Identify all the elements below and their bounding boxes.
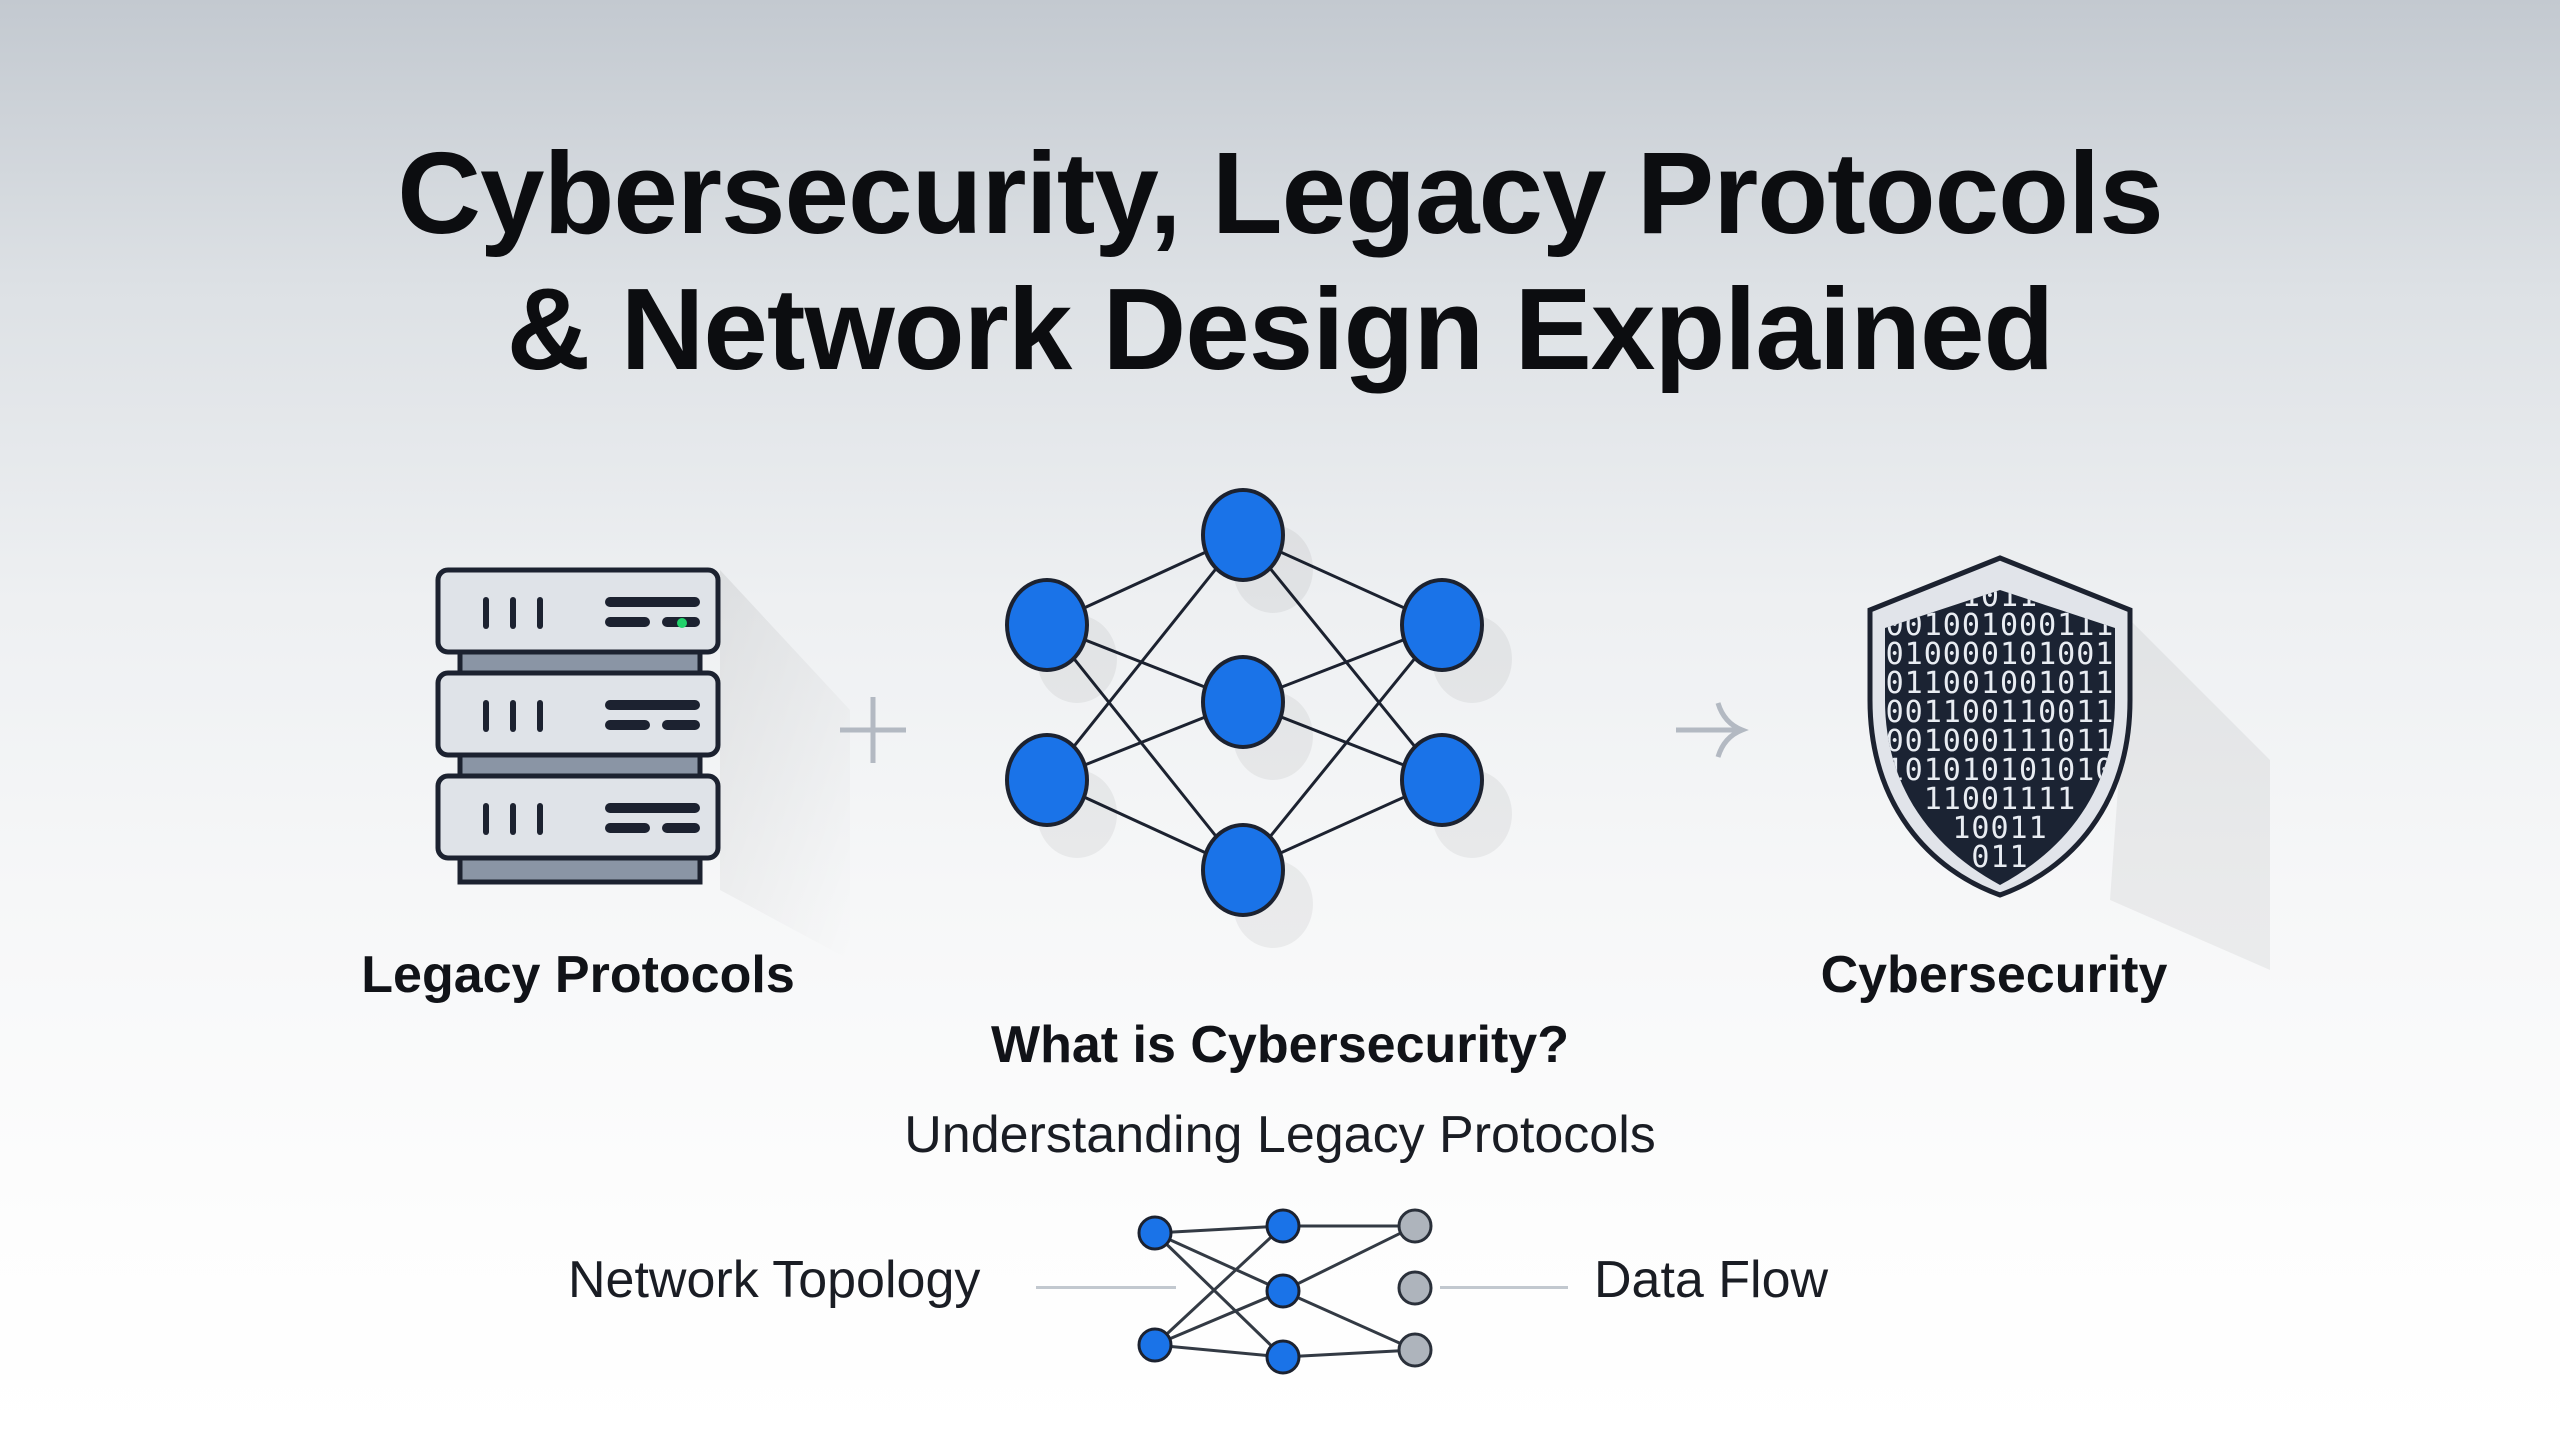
server-unit-1 [435,567,721,677]
network-node-active [1265,1339,1301,1375]
network-edge [1241,534,1444,781]
binary-row: 010000101001 [1886,637,2115,672]
network-edge [1154,1231,1284,1293]
arrow-right-icon [1676,702,1749,758]
subtitle: Understanding Legacy Protocols [904,1106,1656,1164]
network-node [1005,578,1089,672]
server-unit-3 [435,773,721,885]
network-edge [1153,1224,1285,1347]
shield-binary-icon: 1011001001000111010000101001011001001011… [1867,555,2270,970]
title-line-2: & Network Design Explained [506,264,2055,394]
network-node [1400,578,1484,672]
network-edge [1153,1231,1285,1359]
network-node [1201,488,1285,582]
binary-row: 001000111011 [1886,724,2115,759]
title-line-1: Cybersecurity, Legacy Protocols [397,128,2164,258]
network-node [1201,823,1285,917]
label-network-topology: Network Topology [568,1251,981,1309]
network-edge [1045,534,1245,781]
connector-line-left [1036,1286,1176,1289]
network-node [1005,733,1089,827]
server-unit-2 [435,670,721,780]
network-edge [1045,624,1245,871]
binary-row: 001100110011 [1886,695,2115,730]
network-graph-icon [1005,488,1512,948]
shield-inner [1885,590,2115,885]
binary-row: 11001111 [1924,782,2077,817]
network-node-active [1137,1327,1173,1363]
connector-line-right [1440,1286,1568,1289]
label-data-flow: Data Flow [1594,1251,1829,1309]
binary-row: 101010101010 [1886,753,2115,788]
network-node-active [1265,1208,1301,1244]
plus-icon [840,697,906,763]
network-edge [1282,1224,1416,1293]
network-edge [1282,1348,1416,1359]
network-edge [1154,1224,1284,1235]
network-node-inactive [1397,1332,1433,1368]
network-node-inactive [1397,1270,1433,1306]
binary-row: 011 [1971,840,2028,875]
server-rack-icon [435,567,850,960]
mini-network-diagram-icon [1137,1208,1433,1375]
network-edge [1154,1289,1284,1347]
network-edge [1282,1289,1416,1352]
long-shadow [720,570,850,960]
status-led [677,618,687,628]
network-node-active [1137,1215,1173,1251]
network-node-active [1265,1273,1301,1309]
network-node [1400,733,1484,827]
binary-row: 10011 [1952,811,2047,846]
network-edge [1241,624,1444,871]
label-cybersecurity: Cybersecurity [1820,946,2168,1004]
binary-code: 1011001001000111010000101001011001001011… [1886,590,2115,875]
label-legacy-protocols: Legacy Protocols [361,946,795,1004]
binary-row: 011001001011 [1886,666,2115,701]
network-node-inactive [1397,1208,1433,1244]
network-edge [1154,1343,1284,1359]
network-node [1201,655,1285,749]
question-heading: What is Cybersecurity? [991,1016,1569,1074]
page-title: Cybersecurity, Legacy Protocols & Networ… [0,125,2560,397]
